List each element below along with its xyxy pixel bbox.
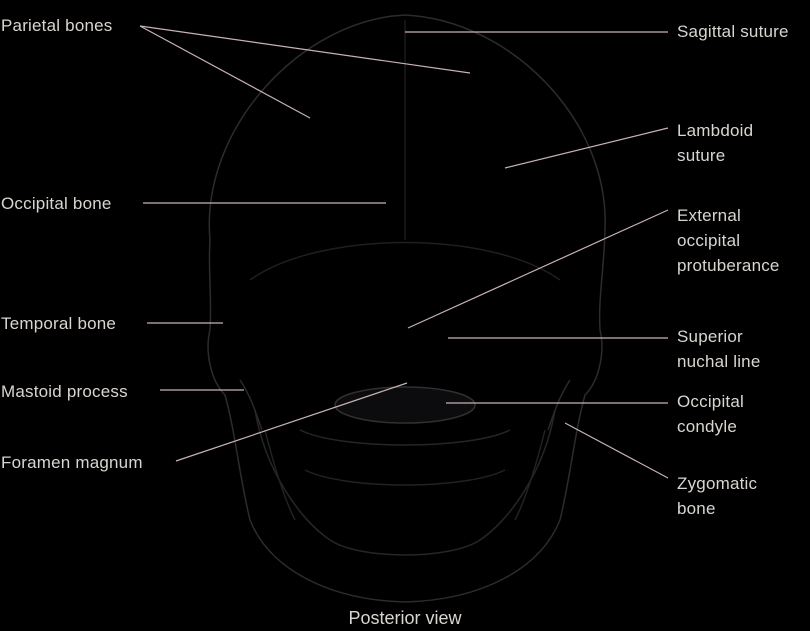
- figure-caption: Posterior view: [348, 608, 462, 628]
- label-occipital-bone: Occipital bone: [1, 194, 112, 213]
- leader-ext-occipital: [407, 209, 669, 329]
- leader-lambdoid: [504, 127, 669, 169]
- label-sagittal-suture: Sagittal suture: [677, 22, 789, 41]
- label-mastoid-process: Mastoid process: [1, 382, 128, 401]
- leader-parietal-2: [139, 25, 311, 119]
- label-lambdoid-suture: Lambdoid suture: [677, 121, 754, 165]
- label-external-occipital-protuberance: External occipital protuberance: [677, 206, 780, 275]
- label-foramen-magnum: Foramen magnum: [1, 453, 143, 472]
- leader-zygomatic: [564, 422, 669, 479]
- foramen-magnum-shape: [334, 386, 476, 424]
- left-mastoid-shape: [239, 379, 263, 431]
- right-mastoid-shape: [547, 379, 571, 431]
- teeth-hint: [299, 429, 511, 446]
- leader-parietal-1: [139, 25, 471, 74]
- label-occipital-condyle: Occipital condyle: [677, 392, 744, 436]
- label-zygomatic-bone: Zygomatic bone: [677, 474, 758, 518]
- lambdoid-suture-hint: [249, 241, 561, 281]
- cranium-outline: [207, 14, 606, 603]
- leader-foramen: [175, 382, 408, 462]
- mandible-outline: [254, 409, 556, 556]
- label-temporal-bone: Temporal bone: [1, 314, 117, 333]
- right-zygomatic-shape: [514, 429, 546, 521]
- label-parietal-bones: Parietal bones: [1, 16, 113, 35]
- left-zygomatic-shape: [264, 429, 296, 521]
- teeth-hint-2: [304, 469, 506, 486]
- label-superior-nuchal-line: Superior nuchal line: [677, 327, 761, 371]
